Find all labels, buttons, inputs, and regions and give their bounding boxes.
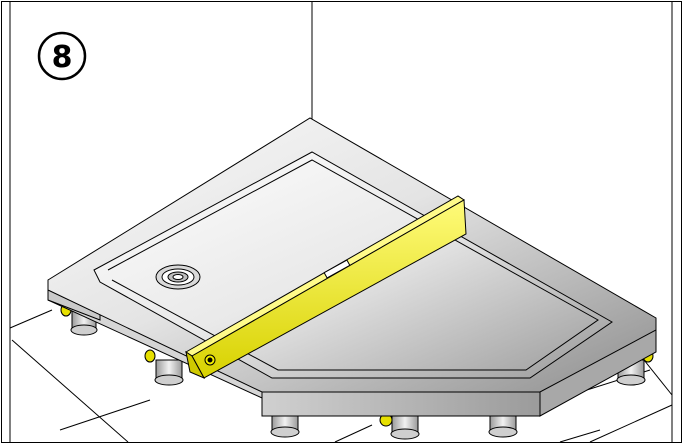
spirit-level-icon (185, 195, 467, 380)
level-vial (323, 259, 351, 279)
drain-icon (155, 264, 201, 290)
level-end-face (185, 350, 206, 380)
adjustable-foot-icon (144, 349, 184, 386)
step-badge: 8 (37, 31, 87, 81)
adjustable-feet (60, 303, 654, 440)
step-number: 8 (52, 40, 73, 75)
step-badge-circle (37, 31, 87, 81)
basin-inner-edge (107, 159, 599, 371)
